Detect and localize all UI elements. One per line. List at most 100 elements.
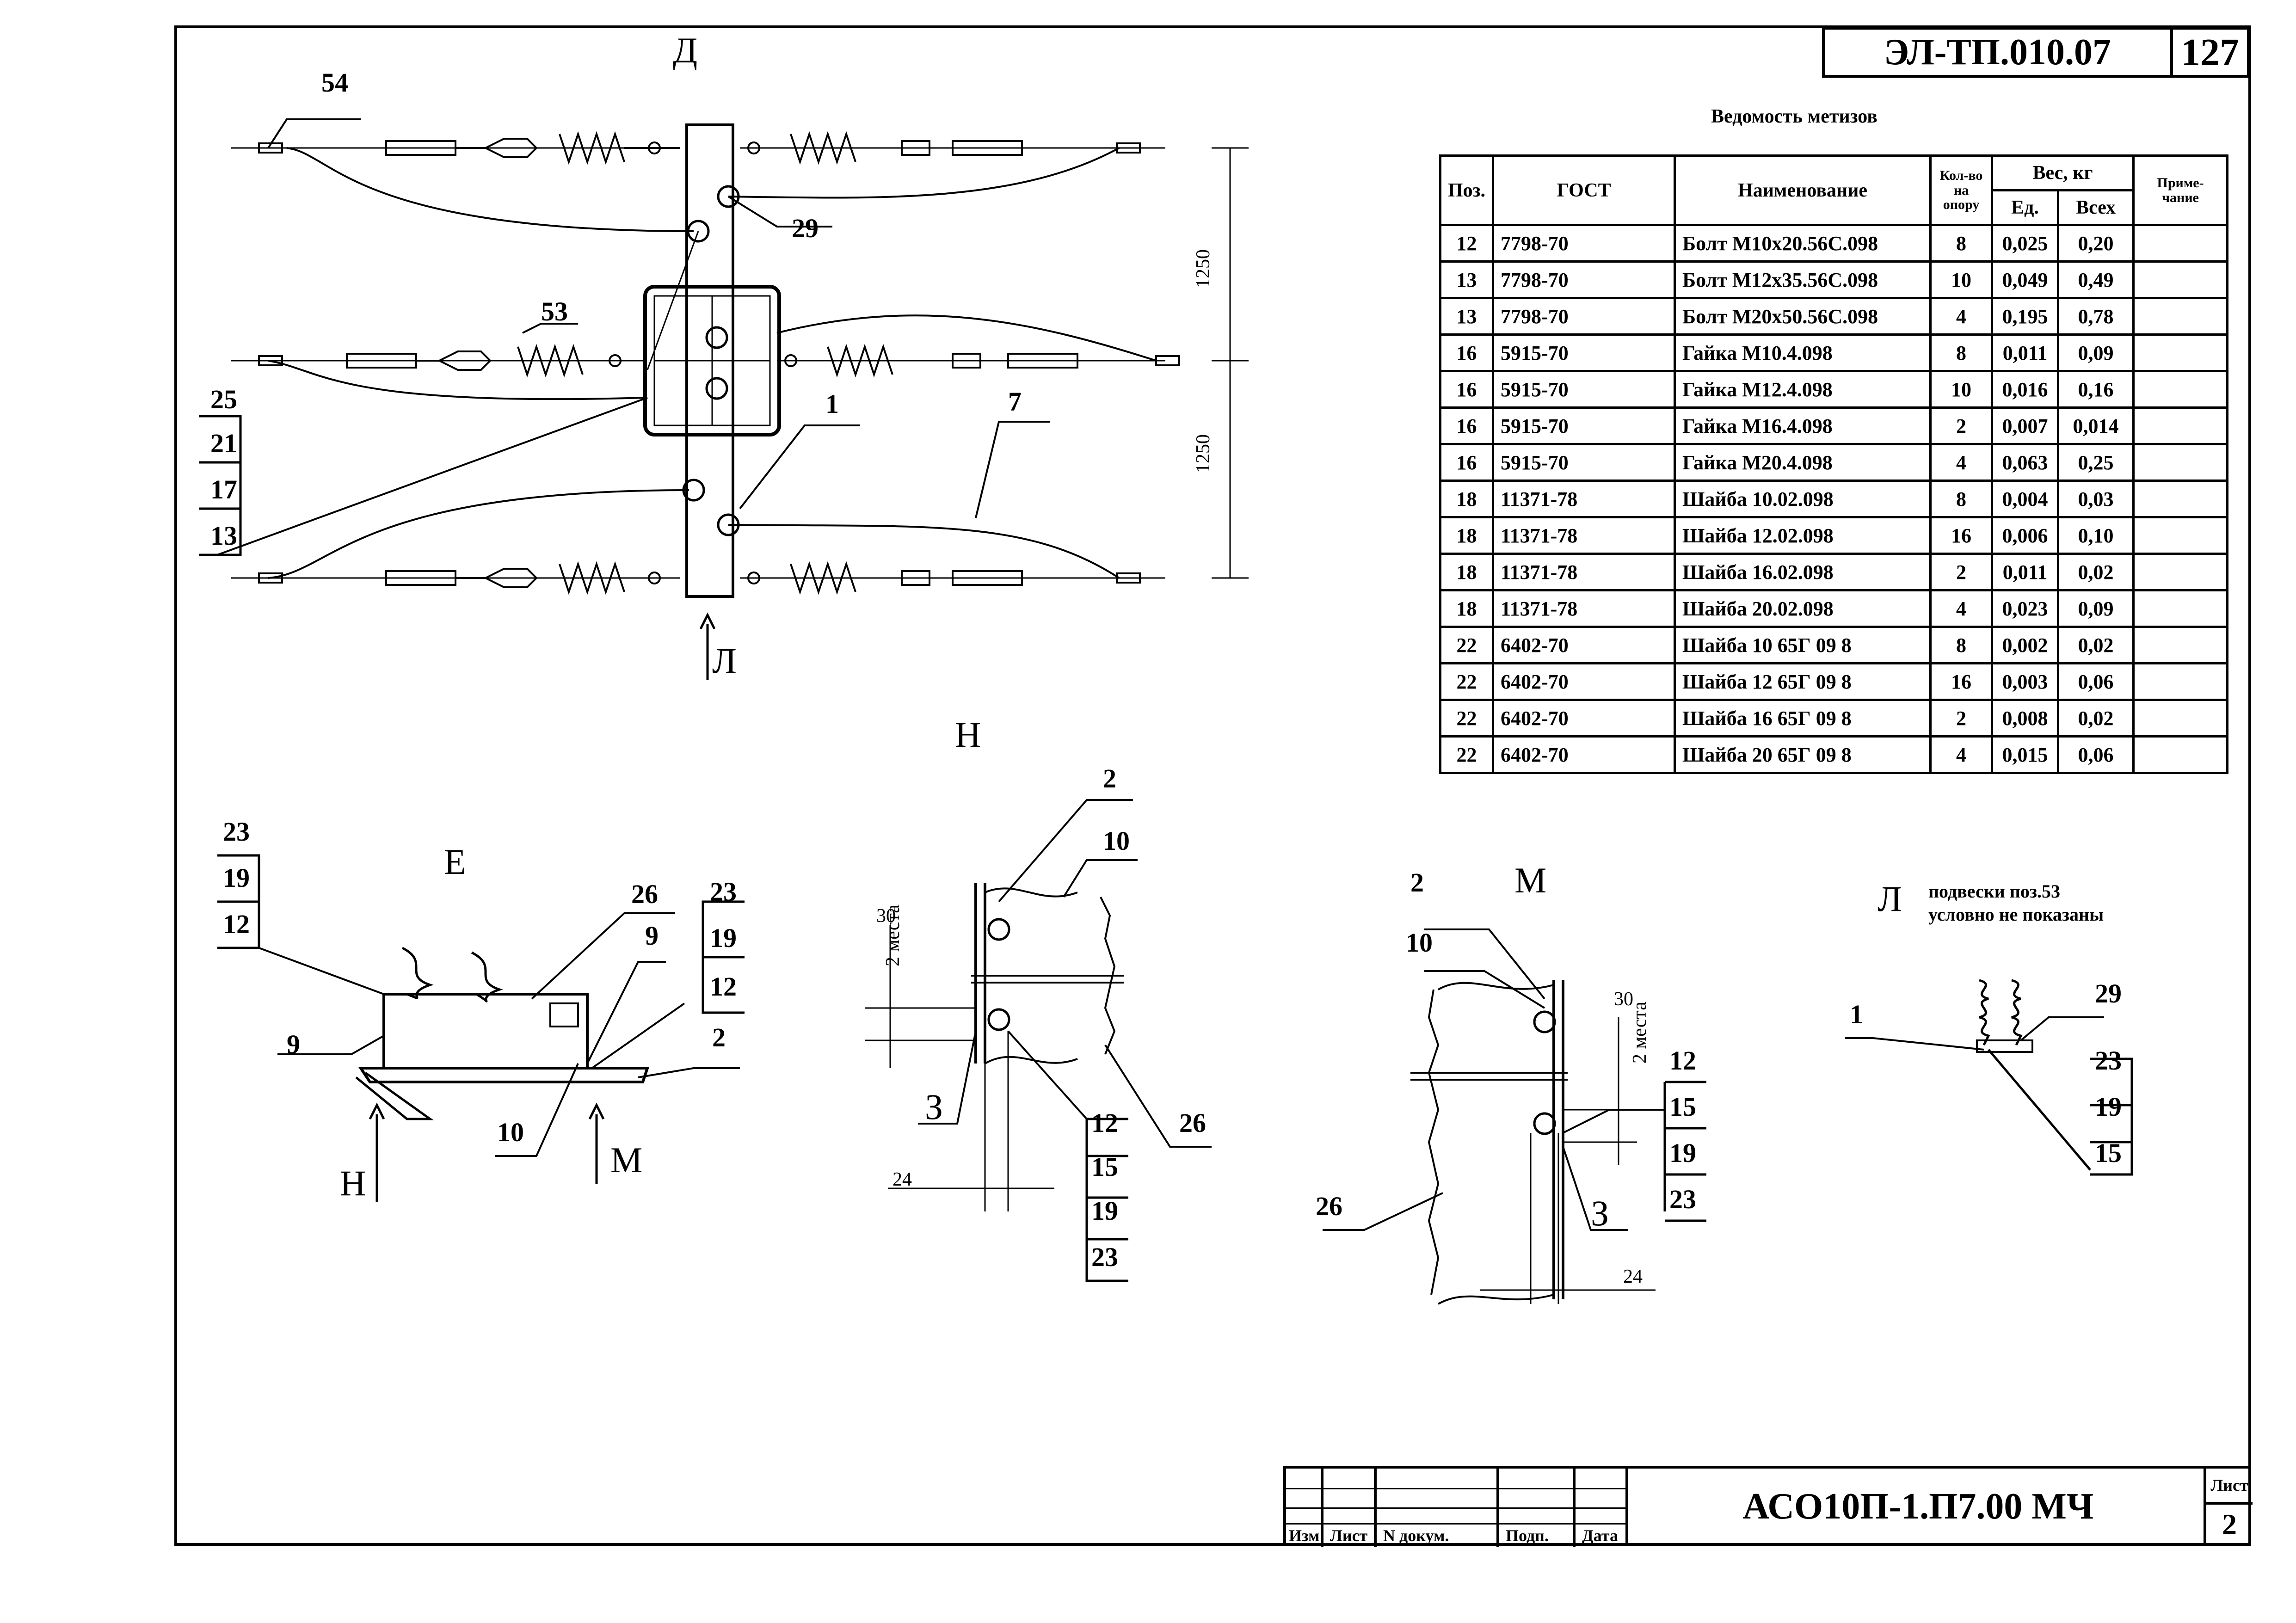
table-cell-gost: 11371-78 <box>1492 589 1676 628</box>
table-cell-unit: 0,063 <box>1991 443 2060 482</box>
sheet-number: 2 <box>2222 1508 2237 1541</box>
table-cell-name: Болт М20х50.56С.098 <box>1674 297 1932 336</box>
table-cell-name: Болт М12х35.56С.098 <box>1674 260 1932 299</box>
table-cell-note <box>2132 480 2229 518</box>
table-cell-pos: 22 <box>1439 735 1495 774</box>
title-block-col-doc: N докум. <box>1383 1526 1449 1545</box>
table-cell-qty: 2 <box>1929 553 1994 591</box>
title-block-grid: Изм Лист N докум. Подп. Дата <box>1283 1466 1628 1547</box>
table-cell-gost: 5915-70 <box>1492 333 1676 372</box>
table-cell-unit: 0,023 <box>1991 589 2060 628</box>
dimension-n-24: 24 <box>893 1169 912 1190</box>
table-cell-pos: 22 <box>1439 699 1495 738</box>
table-cell-name: Шайба 10.02.098 <box>1674 480 1932 518</box>
col-header-name: Наименование <box>1674 154 1932 226</box>
table-cell-qty: 8 <box>1929 626 1994 664</box>
table-cell-total: 0,10 <box>2057 516 2135 555</box>
callout-e-12-right: 12 <box>710 971 737 1002</box>
table-cell-unit: 0,025 <box>1991 224 2060 263</box>
callout-n-19: 19 <box>1091 1196 1118 1226</box>
table-cell-unit: 0,008 <box>1991 699 2060 738</box>
view-m-detail <box>1323 928 1706 1305</box>
table-cell-qty: 4 <box>1929 735 1994 774</box>
callout-m-12: 12 <box>1669 1045 1696 1076</box>
table-cell-note <box>2132 699 2229 738</box>
table-cell-total: 0,06 <box>2057 662 2135 701</box>
view-n-detail <box>865 799 1212 1282</box>
table-cell-unit: 0,016 <box>1991 370 2060 409</box>
table-cell-name: Шайба 16 65Г 09 8 <box>1674 699 1932 738</box>
callout-54: 54 <box>321 68 348 98</box>
table-cell-unit: 0,011 <box>1991 553 2060 591</box>
document-code: ЭЛ-ТП.010.07 <box>1825 30 2173 75</box>
table-cell-pos: 18 <box>1439 553 1495 591</box>
callout-l-1: 1 <box>1850 999 1863 1029</box>
table-cell-gost: 6402-70 <box>1492 699 1676 738</box>
view-l-label: Л <box>1877 879 1902 919</box>
table-cell-name: Болт М10х20.56С.098 <box>1674 224 1932 263</box>
table-cell-note <box>2132 516 2229 555</box>
table-cell-gost: 6402-70 <box>1492 626 1676 664</box>
callout-l-29: 29 <box>2095 978 2122 1008</box>
table-cell-qty: 2 <box>1929 406 1994 445</box>
callout-29: 29 <box>792 213 819 243</box>
table-cell-qty: 4 <box>1929 589 1994 628</box>
table-cell-unit: 0,003 <box>1991 662 2060 701</box>
arrow-m-label: М <box>610 1140 643 1180</box>
table-cell-total: 0,06 <box>2057 735 2135 774</box>
title-block-col-list: Лист <box>1330 1526 1368 1545</box>
table-cell-pos: 12 <box>1439 224 1495 263</box>
col-header-total: Всех <box>2057 189 2135 226</box>
table-cell-note <box>2132 406 2229 445</box>
callout-7: 7 <box>1008 387 1022 417</box>
table-cell-name: Шайба 12 65Г 09 8 <box>1674 662 1932 701</box>
table-cell-pos: 16 <box>1439 370 1495 409</box>
table-cell-name: Гайка М20.4.098 <box>1674 443 1932 482</box>
callout-21: 21 <box>210 428 237 458</box>
sheet-box: Лист 2 <box>2204 1466 2253 1544</box>
title-block-col-izm: Изм <box>1289 1526 1320 1545</box>
table-cell-qty: 10 <box>1929 370 1994 409</box>
table-cell-gost: 7798-70 <box>1492 224 1676 263</box>
table-cell-gost: 6402-70 <box>1492 735 1676 774</box>
table-cell-qty: 8 <box>1929 224 1994 263</box>
dimension-n-places: 2 места <box>882 904 904 966</box>
callout-25: 25 <box>210 384 237 414</box>
callout-l-23: 23 <box>2095 1045 2122 1076</box>
table-cell-pos: 13 <box>1439 297 1495 336</box>
callout-e-10: 10 <box>497 1117 524 1147</box>
table-cell-pos: 13 <box>1439 260 1495 299</box>
note-l-line1: подвески поз.53 <box>1928 881 2060 902</box>
callout-e-2: 2 <box>712 1022 726 1052</box>
view-n-label: Н <box>955 714 981 755</box>
callout-n-2: 2 <box>1103 763 1116 793</box>
dimension-n-30: 30 <box>876 905 896 927</box>
table-cell-qty: 16 <box>1929 662 1994 701</box>
table-cell-gost: 5915-70 <box>1492 406 1676 445</box>
col-header-pos: Поз. <box>1439 154 1495 226</box>
col-header-gost: ГОСТ <box>1492 154 1676 226</box>
callout-n-12: 12 <box>1091 1108 1118 1138</box>
page-number: 127 <box>2181 31 2239 74</box>
table-cell-gost: 5915-70 <box>1492 370 1676 409</box>
view-e-assembly <box>217 854 745 1202</box>
table-cell-qty: 10 <box>1929 260 1994 299</box>
callout-m-15: 15 <box>1669 1092 1696 1122</box>
table-cell-unit: 0,007 <box>1991 406 2060 445</box>
table-cell-name: Гайка М10.4.098 <box>1674 333 1932 372</box>
callout-m-26: 26 <box>1316 1191 1342 1221</box>
hardware-table: Поз. ГОСТ Наименование Кол-во на опору В… <box>1439 154 2229 774</box>
callout-n-15: 15 <box>1091 1152 1118 1182</box>
table-cell-gost: 7798-70 <box>1492 260 1676 299</box>
table-cell-total: 0,78 <box>2057 297 2135 336</box>
table-cell-pos: 18 <box>1439 480 1495 518</box>
table-cell-unit: 0,011 <box>1991 333 2060 372</box>
view-l-detail <box>1845 979 2133 1176</box>
table-cell-note <box>2132 333 2229 372</box>
callout-53: 53 <box>541 296 568 326</box>
arrow-n-label: Н <box>340 1163 366 1203</box>
section-z-label-m: З <box>1591 1193 1609 1233</box>
